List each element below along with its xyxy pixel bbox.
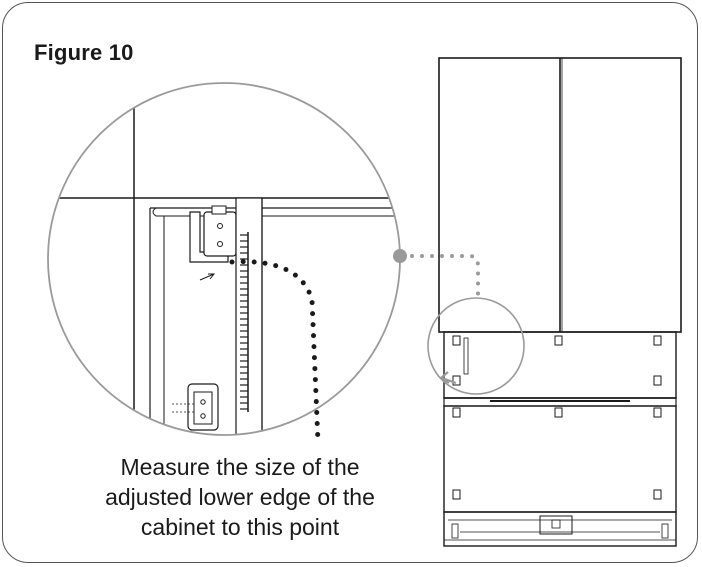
callout-connector (393, 249, 480, 302)
magnified-detail (47, 82, 401, 436)
caption-line-2: adjusted lower edge of the (105, 484, 375, 510)
caption-line-1: Measure the size of the (120, 454, 360, 480)
figure-caption: Measure the size of the adjusted lower e… (60, 452, 420, 542)
detail-callout-circle (427, 297, 525, 395)
figure-title: Figure 10 (34, 40, 134, 65)
refrigerator-overview (438, 57, 682, 547)
caption-line-3: cabinet to this point (140, 514, 340, 540)
